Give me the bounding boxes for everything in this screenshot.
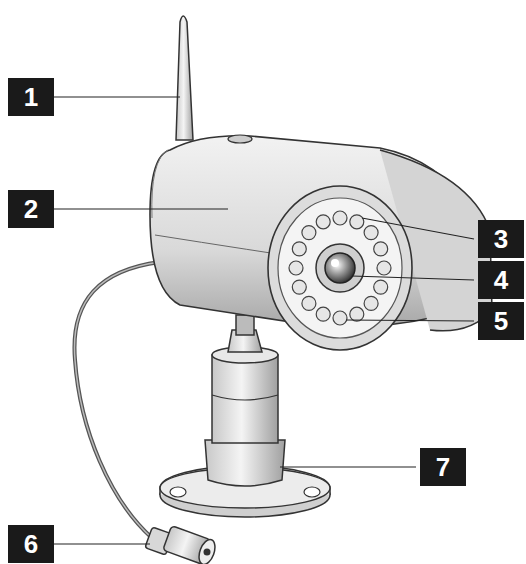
housing-button xyxy=(228,135,252,143)
ir-led xyxy=(292,280,306,294)
ir-led xyxy=(316,307,330,321)
stand-ring xyxy=(212,395,278,400)
connector-end xyxy=(196,537,218,564)
callout-number: 4 xyxy=(478,261,524,299)
leader-line xyxy=(362,218,474,239)
ir-led xyxy=(302,296,316,310)
ir-led xyxy=(364,226,378,240)
power-connector xyxy=(145,526,218,564)
front-bezel xyxy=(268,186,412,350)
cable xyxy=(74,262,160,538)
led-panel xyxy=(278,198,402,338)
callout-number: 5 xyxy=(478,302,524,340)
lens-ring xyxy=(316,244,364,292)
stand-column xyxy=(212,355,278,443)
callout-number: 1 xyxy=(8,78,54,116)
cable-highlight xyxy=(74,262,160,538)
ir-led-ring xyxy=(289,211,391,325)
housing-edge xyxy=(152,150,168,218)
leader-line xyxy=(50,96,180,97)
callout-number: 7 xyxy=(420,448,466,486)
ir-led xyxy=(333,311,347,325)
mounting-stand xyxy=(160,315,330,517)
ir-led xyxy=(377,261,391,275)
stand-foot xyxy=(205,440,285,486)
ir-led xyxy=(289,261,303,275)
stand-swivel xyxy=(236,315,254,335)
ir-led xyxy=(374,280,388,294)
ir-led xyxy=(316,215,330,229)
connector-pin xyxy=(204,549,211,556)
screw-hole xyxy=(170,487,186,497)
leader-line xyxy=(50,543,150,544)
ir-led xyxy=(374,242,388,256)
leader-line xyxy=(280,466,416,467)
ir-led xyxy=(302,226,316,240)
leader-line xyxy=(50,208,228,209)
antenna xyxy=(176,16,193,140)
callout-number: 2 xyxy=(8,190,54,228)
callout-number: 6 xyxy=(8,525,54,563)
lens-glare xyxy=(331,259,339,267)
ir-led xyxy=(364,296,378,310)
ir-led xyxy=(292,242,306,256)
screw-hole xyxy=(304,487,320,497)
leader-line xyxy=(346,320,474,321)
ir-led xyxy=(333,211,347,225)
callout-number: 3 xyxy=(478,220,524,258)
ir-led xyxy=(350,307,364,321)
leader-line xyxy=(352,276,474,280)
ir-led xyxy=(350,215,364,229)
camera-lens xyxy=(325,253,355,283)
